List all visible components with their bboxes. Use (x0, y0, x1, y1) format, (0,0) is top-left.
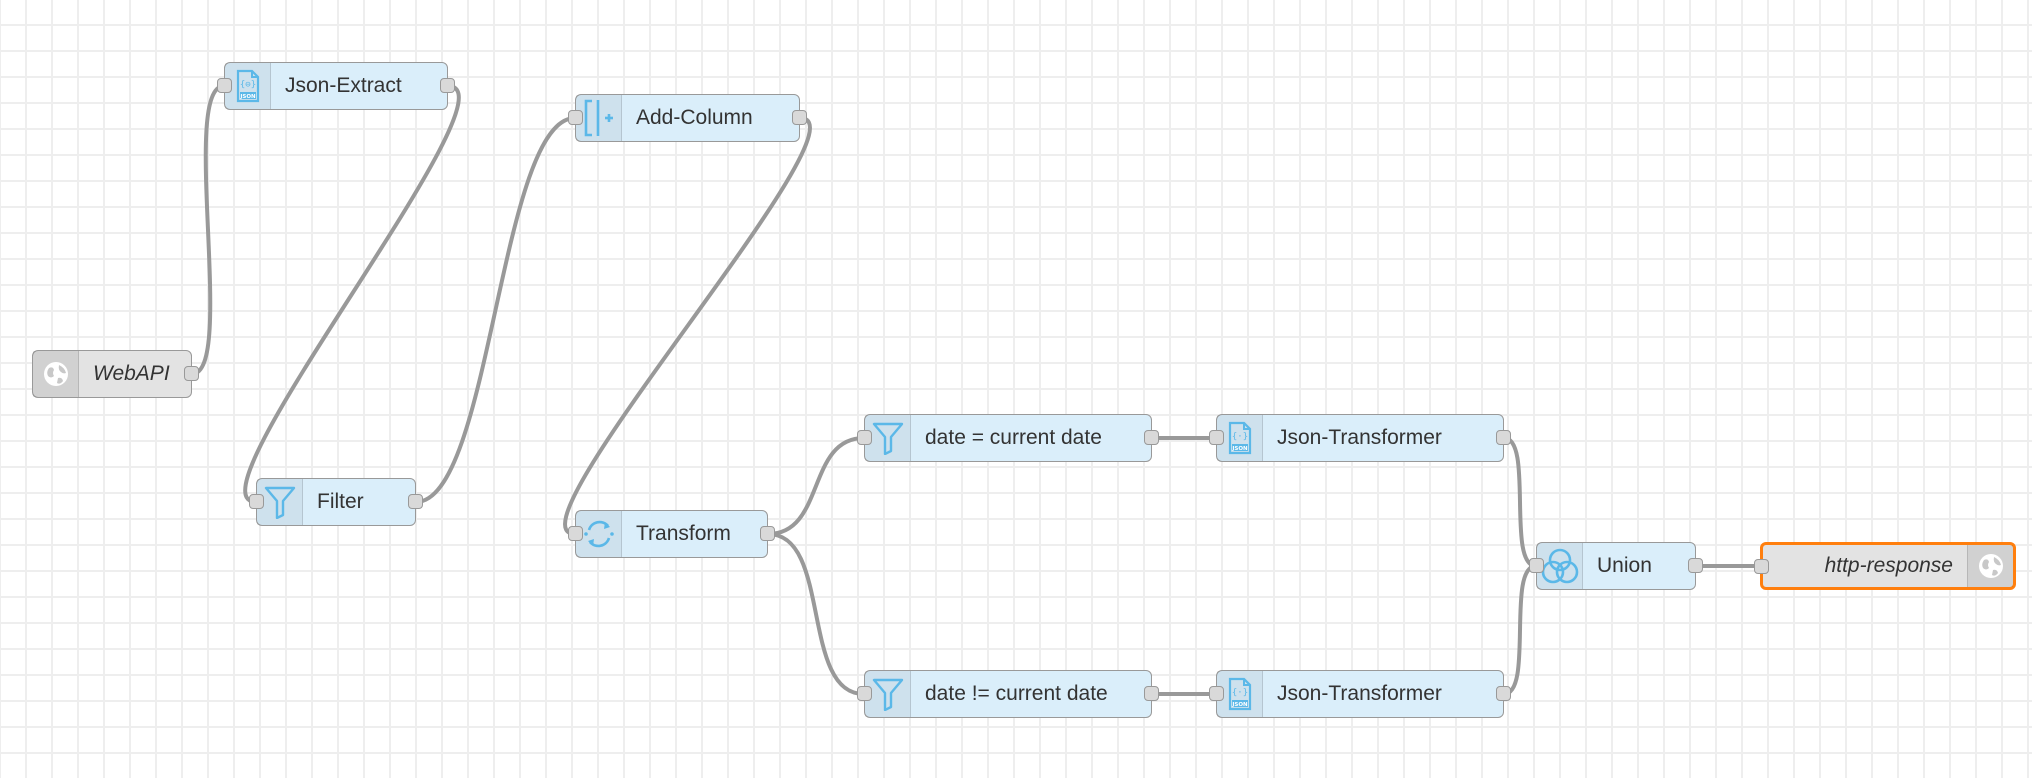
node-filter-not-today[interactable]: date != current date (857, 670, 1159, 718)
output-port[interactable] (1496, 430, 1511, 445)
input-port[interactable] (857, 686, 872, 701)
input-port[interactable] (1209, 430, 1224, 445)
node-transform[interactable]: Transform (568, 510, 775, 558)
node-label: WebAPI (93, 362, 170, 385)
node-label: Transform (636, 522, 731, 545)
wire-transform-to-filter_not_today[interactable] (767, 532, 865, 696)
wire-filter-to-add_column[interactable] (415, 116, 576, 504)
node-label: Json-Extract (285, 74, 402, 97)
node-label: Add-Column (636, 106, 753, 129)
node-filter[interactable]: Filter (249, 478, 423, 526)
input-port[interactable] (857, 430, 872, 445)
svg-text:{·}: {·} (1231, 432, 1247, 442)
wire-add_column-to-transform[interactable] (563, 116, 812, 536)
wire-json_extract-to-filter[interactable] (243, 84, 461, 504)
wire-transform-to-filter_today[interactable] (767, 436, 865, 536)
svg-text:JSON: JSON (1231, 446, 1248, 452)
node-label: http-response (1824, 554, 1953, 577)
node-label: Json-Transformer (1277, 426, 1442, 449)
json-file-icon: {·} JSON (1217, 671, 1263, 717)
input-port[interactable] (1754, 559, 1769, 574)
input-port[interactable] (217, 78, 232, 93)
node-union[interactable]: Union (1529, 542, 1703, 590)
node-label: Filter (317, 490, 364, 513)
svg-text:JSON: JSON (239, 94, 256, 100)
node-add-column[interactable]: Add-Column (568, 94, 807, 142)
input-port[interactable] (568, 110, 583, 125)
wire-json_transformer_2-to-union[interactable] (1503, 564, 1537, 696)
input-port[interactable] (1209, 686, 1224, 701)
output-port[interactable] (440, 78, 455, 93)
output-port[interactable] (1688, 558, 1703, 573)
node-json-transformer-top[interactable]: {·} JSON Json-Transformer (1209, 414, 1511, 462)
funnel-icon (865, 415, 911, 461)
node-label: date != current date (925, 682, 1108, 705)
output-port[interactable] (1144, 430, 1159, 445)
node-filter-today[interactable]: date = current date (857, 414, 1159, 462)
node-webapi[interactable]: WebAPI (32, 350, 199, 398)
node-label: Json-Transformer (1277, 682, 1442, 705)
refresh-icon (576, 511, 622, 557)
output-port[interactable] (184, 366, 199, 381)
node-json-extract[interactable]: {⊖} JSON Json-Extract (217, 62, 455, 110)
input-port[interactable] (568, 526, 583, 541)
input-port[interactable] (249, 494, 264, 509)
node-http-response[interactable]: http-response (1754, 542, 2016, 590)
funnel-icon (257, 479, 303, 525)
node-label: Union (1597, 554, 1652, 577)
wire-json_transformer_1-to-union[interactable] (1503, 436, 1537, 568)
output-port[interactable] (408, 494, 423, 509)
svg-text:JSON: JSON (1231, 702, 1248, 708)
output-port[interactable] (1496, 686, 1511, 701)
json-file-icon: {⊖} JSON (225, 63, 271, 109)
node-label: date = current date (925, 426, 1102, 449)
json-file-icon: {·} JSON (1217, 415, 1263, 461)
svg-text:{·}: {·} (1231, 688, 1247, 698)
node-json-transformer-bottom[interactable]: {·} JSON Json-Transformer (1209, 670, 1511, 718)
svg-text:{⊖}: {⊖} (239, 80, 255, 90)
funnel-icon (865, 671, 911, 717)
output-port[interactable] (760, 526, 775, 541)
globe-icon (1967, 545, 2013, 587)
wire-webapi-to-json_extract[interactable] (191, 84, 225, 376)
output-port[interactable] (1144, 686, 1159, 701)
input-port[interactable] (1529, 558, 1544, 573)
add-column-icon (576, 95, 622, 141)
globe-icon (33, 351, 79, 397)
output-port[interactable] (792, 110, 807, 125)
